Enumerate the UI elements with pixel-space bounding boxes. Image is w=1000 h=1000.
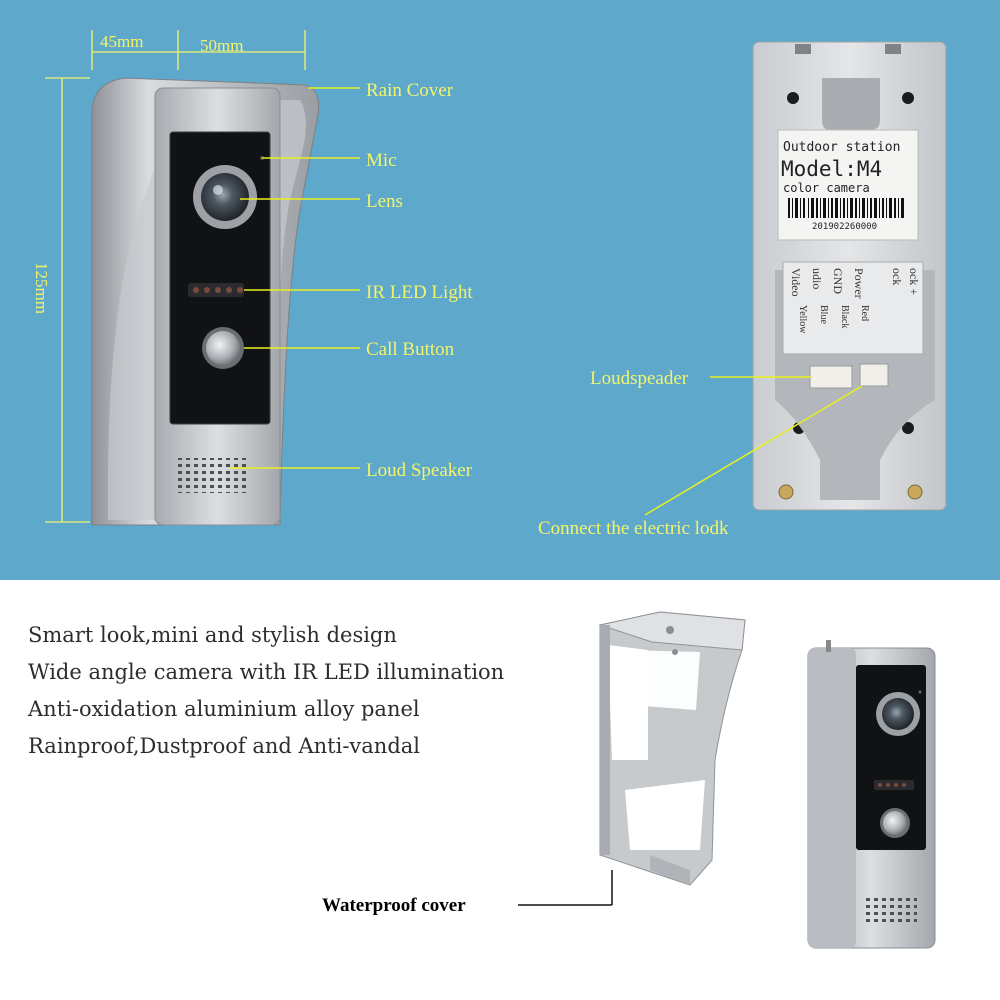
label-loudspeaker-connector: Loudspeader [590,368,689,389]
wire-video: Video [789,268,803,297]
label-call-button: Call Button [366,339,455,360]
sticker-model: Model:M4 [781,157,882,181]
waterproof-cover-image [598,611,746,886]
sticker-line3: color camera [783,181,870,195]
feature-item: Smart look,mini and stylish design [28,623,397,647]
features-list: Smart look,mini and stylish design Wide … [27,623,504,758]
wire-yellow: Yellow [797,305,808,334]
barcode [788,198,904,218]
label-mic: Mic [366,150,397,171]
dimension-width-top: 45mm [100,32,143,51]
wire-blue: Blue [818,305,829,324]
side-view-doorbell [807,640,936,949]
label-ir-led: IR LED Light [366,282,473,303]
feature-item: Anti-oxidation aluminium alloy panel [27,697,420,721]
label-waterproof-cover: Waterproof cover [322,895,466,916]
wire-lock-plus: ock + [907,268,921,295]
feature-item: Wide angle camera with IR LED illuminati… [28,660,504,684]
wire-audio: udio [810,268,824,289]
label-electric-lock: Connect the electric lodk [538,518,729,539]
back-view-doorbell: Outdoor station Model:M4 color camera 20… [752,41,947,511]
wire-black: Black [839,305,850,328]
front-callouts [230,87,360,469]
dimension-height: 125mm [32,262,51,314]
sticker-line1: Outdoor station [783,140,900,155]
wire-power: Power [852,268,866,299]
label-lens: Lens [366,191,403,212]
label-rain-cover: Rain Cover [366,80,454,101]
sticker-serial: 201902260000 [812,222,877,232]
front-view-doorbell [91,77,320,526]
wire-gnd: GND [831,268,845,294]
label-loud-speaker: Loud Speaker [366,460,473,481]
dimension-lines [45,30,306,523]
dimension-width-side: 50mm [200,36,243,55]
back-callouts [644,376,863,516]
wire-lock: ock [890,268,904,285]
wire-red: Red [859,305,870,321]
feature-item: Rainproof,Dustproof and Anti-vandal [28,734,420,758]
